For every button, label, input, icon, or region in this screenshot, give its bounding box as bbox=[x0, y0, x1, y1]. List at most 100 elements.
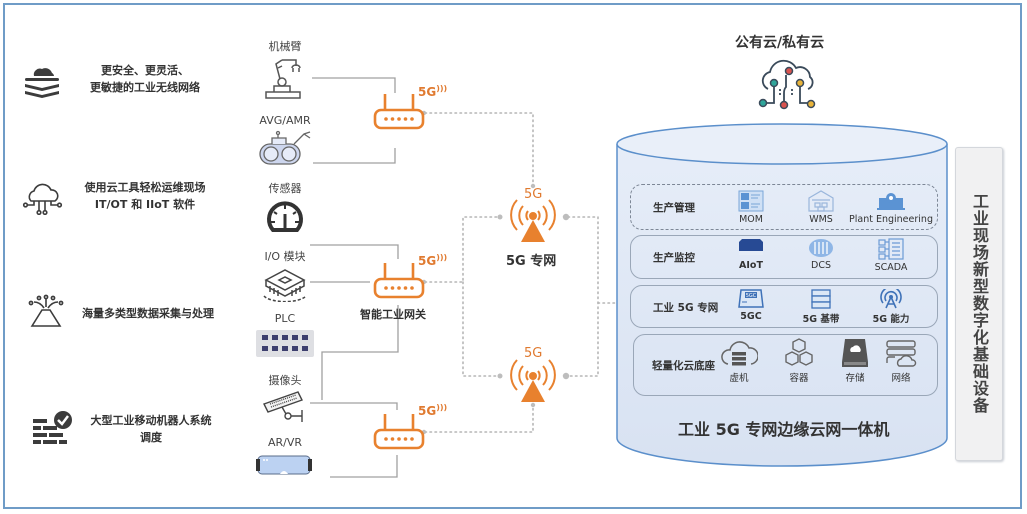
layer-production-management bbox=[630, 184, 938, 230]
line-agv-gateway1 bbox=[313, 148, 396, 164]
module-label: 5G 基带 bbox=[802, 314, 840, 325]
gateway-router-icon-1 bbox=[372, 90, 426, 136]
5g-tower-icon-1 bbox=[505, 186, 561, 248]
module-label: 5G 能力 bbox=[872, 314, 910, 325]
device-label-robot-arm: 机械臂 bbox=[268, 40, 302, 53]
module-label: WMS bbox=[809, 214, 833, 225]
module-vm[interactable]: 虚机 bbox=[704, 340, 774, 384]
device-label-io-module: I/O 模块 bbox=[264, 250, 306, 263]
layer-industrial-5g bbox=[630, 285, 938, 328]
line-gateway2-camera bbox=[321, 305, 399, 400]
feature-text-2: 海量多类型数据采集与处理 bbox=[68, 305, 228, 322]
line-sensor-gateway2 bbox=[310, 244, 399, 259]
container-cubes-icon bbox=[785, 338, 813, 366]
wifi-signal-icon: ))) bbox=[436, 84, 448, 93]
line-camera-gateway3 bbox=[310, 402, 398, 410]
module-network[interactable]: 网络 bbox=[866, 340, 936, 384]
warehouse-icon bbox=[808, 190, 834, 212]
module-scada[interactable]: SCADA bbox=[846, 238, 936, 273]
brick-wall-check-icon bbox=[33, 411, 73, 449]
storage-drive-icon bbox=[842, 339, 868, 367]
layer-production-monitoring bbox=[630, 235, 938, 279]
gateway-router-icon-2 bbox=[372, 259, 426, 305]
5gc-icon: 5GC bbox=[738, 289, 764, 308]
gateway-5g-badge-1: 5G))) bbox=[418, 84, 448, 99]
module-container[interactable]: 容器 bbox=[764, 338, 834, 384]
dotted-gateway2-tower2 bbox=[462, 281, 501, 377]
cloud-circuit-icon bbox=[22, 181, 64, 219]
module-label: 虚机 bbox=[729, 373, 749, 384]
diagram-frame bbox=[3, 3, 1022, 509]
side-label-box bbox=[955, 147, 1003, 461]
wifi-signal-icon: ))) bbox=[436, 253, 448, 262]
module-dcs[interactable]: DCS bbox=[776, 238, 866, 271]
module-5g-baseband[interactable]: 5G 基带 bbox=[776, 289, 866, 325]
scada-icon bbox=[878, 238, 904, 260]
module-label: 容器 bbox=[789, 373, 809, 384]
module-aiot[interactable]: AIoT bbox=[706, 238, 796, 271]
module-label: DCS bbox=[811, 260, 831, 271]
baseband-icon bbox=[811, 289, 831, 309]
network-icon bbox=[886, 340, 917, 367]
module-plant-engineering[interactable]: Plant Engineering bbox=[846, 190, 936, 225]
ar-vr-glasses-icon bbox=[256, 454, 312, 480]
aiot-device-icon bbox=[739, 239, 763, 255]
feature-line: IT/OT 和 IIoT 软件 bbox=[94, 198, 196, 211]
device-label-agv: AVG/AMR bbox=[259, 114, 311, 127]
layers-cloud-icon bbox=[22, 64, 62, 102]
dotted-gateway2-tower1 bbox=[424, 216, 501, 283]
module-label: MOM bbox=[739, 214, 763, 225]
feature-line: 调度 bbox=[140, 431, 162, 444]
feature-text-1: 使用云工具轻松运维现场 IT/OT 和 IIoT 软件 bbox=[70, 179, 220, 213]
tower-5g-badge-1: 5G bbox=[524, 187, 543, 202]
module-storage[interactable]: 存储 bbox=[820, 338, 890, 384]
side-label: 工业现场新型数字化基础设备 bbox=[970, 193, 989, 414]
gateway-5g-badge-3: 5G))) bbox=[418, 403, 448, 418]
plant-engineering-icon bbox=[877, 193, 905, 210]
dcs-icon bbox=[809, 239, 833, 257]
feature-line: 更安全、更灵活、 bbox=[101, 64, 189, 77]
module-5gc[interactable]: 5GC 5GC bbox=[706, 289, 796, 322]
plc-icon bbox=[256, 330, 314, 361]
module-wms[interactable]: WMS bbox=[776, 190, 866, 225]
vm-cloud-server-icon bbox=[721, 341, 758, 366]
module-label: 5GC bbox=[740, 311, 762, 322]
layer-title-2: 工业 5G 专网 bbox=[653, 302, 719, 314]
tower-label: 5G 专网 bbox=[506, 254, 557, 269]
mom-icon bbox=[738, 190, 764, 212]
agv-robot-icon bbox=[258, 130, 314, 170]
line-robotarm-gateway1 bbox=[312, 77, 396, 93]
device-label-camera: 摄像头 bbox=[268, 374, 302, 387]
appliance-title: 工业 5G 专网边缘云网一体机 bbox=[678, 420, 890, 439]
sensor-gauge-icon bbox=[265, 198, 305, 240]
wifi-signal-icon: ))) bbox=[436, 403, 448, 412]
layer-title-3: 轻量化云底座 bbox=[652, 360, 715, 372]
feature-line: 更敏捷的工业无线网络 bbox=[90, 81, 200, 94]
antenna-capability-icon bbox=[880, 289, 902, 309]
module-label: SCADA bbox=[874, 262, 908, 273]
gateway-router-icon-3 bbox=[372, 410, 426, 456]
robot-arm-icon bbox=[262, 56, 310, 104]
tower-5g-badge-2: 5G bbox=[524, 346, 543, 361]
gateway-label: 智能工业网关 bbox=[360, 308, 426, 321]
feature-text-0: 更安全、更灵活、 更敏捷的工业无线网络 bbox=[70, 62, 220, 96]
module-label: AIoT bbox=[739, 260, 763, 271]
feature-text-3: 大型工业移动机器人系统 调度 bbox=[76, 412, 226, 446]
data-fountain-icon bbox=[26, 294, 66, 332]
cloud-network-icon bbox=[754, 53, 824, 119]
module-label: 网络 bbox=[891, 373, 911, 384]
dotted-towers-link bbox=[567, 216, 599, 377]
device-label-sensor: 传感器 bbox=[268, 182, 302, 195]
dotted-gateway1-tower1 bbox=[424, 112, 534, 187]
appliance-cylinder bbox=[616, 123, 948, 467]
cloud-title: 公有云/私有云 bbox=[735, 35, 825, 51]
line-arvr-gateway3 bbox=[330, 455, 398, 478]
module-label: Plant Engineering bbox=[849, 214, 933, 225]
feature-line: 大型工业移动机器人系统 bbox=[90, 414, 212, 427]
module-5g-capability[interactable]: 5G 能力 bbox=[846, 289, 936, 325]
svg-text:5GC: 5GC bbox=[746, 293, 757, 299]
feature-line: 海量多类型数据采集与处理 bbox=[82, 307, 214, 320]
module-mom[interactable]: MOM bbox=[706, 190, 796, 225]
io-module-chip-icon bbox=[262, 266, 308, 306]
